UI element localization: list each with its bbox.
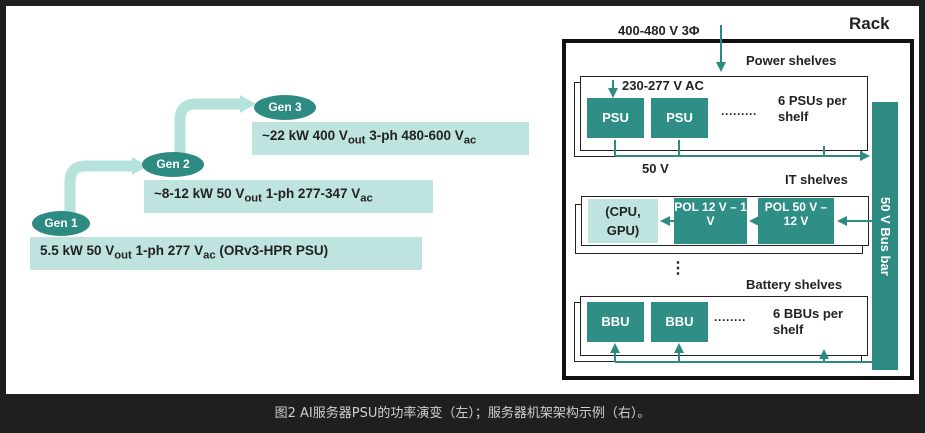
power-input-label: 230-277 V AC bbox=[622, 78, 704, 93]
psu-box-1: PSU bbox=[587, 98, 644, 138]
bbu-box-1: BBU bbox=[587, 302, 644, 342]
rack-frame bbox=[562, 39, 914, 380]
bus-bar-label: 50 V Bus bar bbox=[878, 196, 893, 276]
arrow-gen2-gen3 bbox=[174, 98, 242, 154]
it-vertical-dots: ⋮ bbox=[670, 260, 686, 277]
arrowhead-gen3 bbox=[240, 95, 256, 113]
arrowhead-gen2 bbox=[132, 157, 148, 175]
psu-box-2: PSU bbox=[651, 98, 708, 138]
gen3-spec: ~22 kW 400 Vout 3-ph 480-600 Vac bbox=[252, 122, 529, 155]
gen2-spec: ~8-12 kW 50 Vout 1-ph 277-347 Vac bbox=[144, 180, 433, 213]
bbu-dots: ········ bbox=[714, 313, 746, 327]
battery-shelves-title: Battery shelves bbox=[746, 277, 843, 292]
gen2-badge: Gen 2 bbox=[142, 152, 204, 177]
figure-panel: 5.5 kW 50 Vout 1-ph 277 Vac (ORv3-HPR PS… bbox=[6, 6, 919, 394]
power-shelves-title: Power shelves bbox=[746, 53, 837, 68]
gen3-badge: Gen 3 bbox=[254, 95, 316, 120]
psu-output-label: 50 V bbox=[642, 161, 669, 176]
cpu-gpu-box: (CPU, GPU) bbox=[588, 199, 658, 243]
arrow-gen1-gen2 bbox=[64, 160, 134, 218]
bus-bar bbox=[872, 102, 898, 370]
bbu-count: 6 BBUs per shelf bbox=[773, 306, 844, 337]
pol-box-2: POL 50 V – 12 V bbox=[758, 198, 834, 244]
rack-input-label: 400-480 V 3Φ bbox=[618, 23, 700, 38]
rack-title: Rack bbox=[849, 14, 890, 33]
psu-count: 6 PSUs per shelf bbox=[778, 93, 847, 124]
gen1-badge: Gen 1 bbox=[32, 211, 90, 236]
bbu-box-2: BBU bbox=[651, 302, 708, 342]
rack-connections bbox=[608, 25, 872, 363]
it-shelves-title: IT shelves bbox=[785, 172, 848, 187]
gen1-spec: 5.5 kW 50 Vout 1-ph 277 Vac (ORv3-HPR PS… bbox=[30, 237, 422, 270]
pol-box-1: POL 12 V – 1 V bbox=[674, 198, 747, 244]
evolution-arrows bbox=[64, 95, 256, 218]
psu-dots: ········· bbox=[721, 107, 757, 121]
figure-caption: 图2 AI服务器PSU的功率演变（左）；服务器机架架构示例（右）。 bbox=[274, 406, 651, 421]
